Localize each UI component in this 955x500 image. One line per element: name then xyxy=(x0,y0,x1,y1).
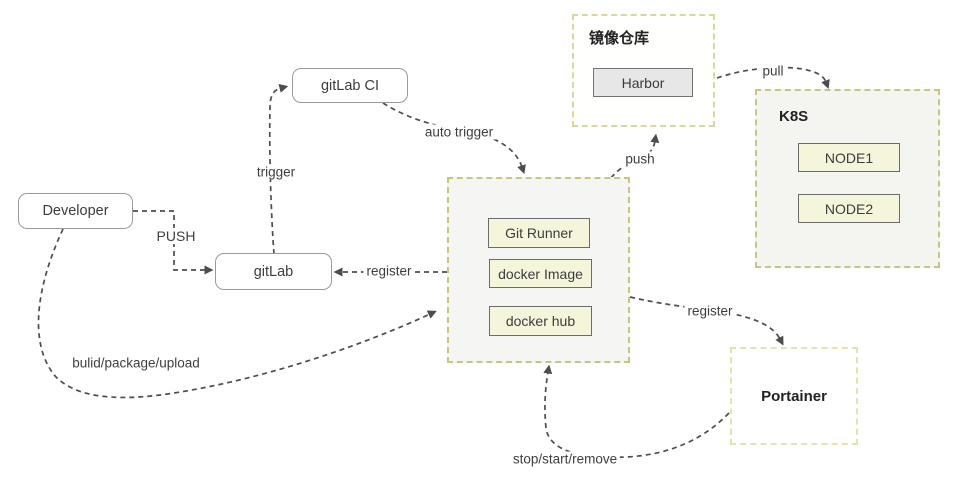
node-docker-hub[interactable]: docker hub xyxy=(489,306,592,336)
edge-label-register-gitlab: register xyxy=(363,263,415,279)
node-node2[interactable]: NODE2 xyxy=(798,194,900,223)
node-node1-label: NODE1 xyxy=(824,149,874,166)
edge-label-push-dev: PUSH xyxy=(153,228,199,244)
registry-title: 镜像仓库 xyxy=(589,30,650,47)
node-gitlab[interactable]: gitLab xyxy=(215,253,332,290)
node-harbor-label: Harbor xyxy=(621,74,665,91)
container-portainer[interactable]: Portainer xyxy=(730,347,858,445)
edge-stop-portainer-runner xyxy=(543,364,730,459)
edge-label-build-package-upload: bulid/package/upload xyxy=(69,355,203,371)
node-docker-hub-label: docker hub xyxy=(505,313,576,329)
edge-label-trigger: trigger xyxy=(253,164,299,180)
edge-push-developer-gitlab xyxy=(133,210,214,275)
edge-label-pull: pull xyxy=(759,63,787,79)
node-node1[interactable]: NODE1 xyxy=(798,143,900,172)
edge-trigger-gitlab-gitlabci xyxy=(268,83,289,255)
k8s-title: K8S xyxy=(779,108,809,125)
node-docker-image-label: docker Image xyxy=(498,265,583,282)
edge-build-developer-runner xyxy=(37,228,437,399)
node-gitlab-label: gitLab xyxy=(253,263,294,280)
edge-label-stop-start-remove: stop/start/remove xyxy=(509,451,621,467)
node-git-runner[interactable]: Git Runner xyxy=(488,218,590,248)
node-gitlab-ci[interactable]: gitLab CI xyxy=(292,68,408,103)
portainer-title: Portainer xyxy=(761,387,827,405)
container-k8s[interactable]: K8S xyxy=(755,89,940,268)
node-node2-label: NODE2 xyxy=(824,200,874,217)
edge-label-auto-trigger: auto trigger xyxy=(421,124,497,140)
node-git-runner-label: Git Runner xyxy=(505,225,573,241)
node-docker-image[interactable]: docker Image xyxy=(489,259,592,288)
edge-pull-registry-k8s xyxy=(716,66,830,90)
node-harbor[interactable]: Harbor xyxy=(593,68,693,97)
node-gitlab-ci-label: gitLab CI xyxy=(320,77,380,94)
node-developer[interactable]: Developer xyxy=(18,193,133,229)
node-developer-label: Developer xyxy=(42,203,109,219)
edge-label-push-harbor: push xyxy=(622,151,658,167)
edge-label-register-portainer: register xyxy=(684,303,736,319)
